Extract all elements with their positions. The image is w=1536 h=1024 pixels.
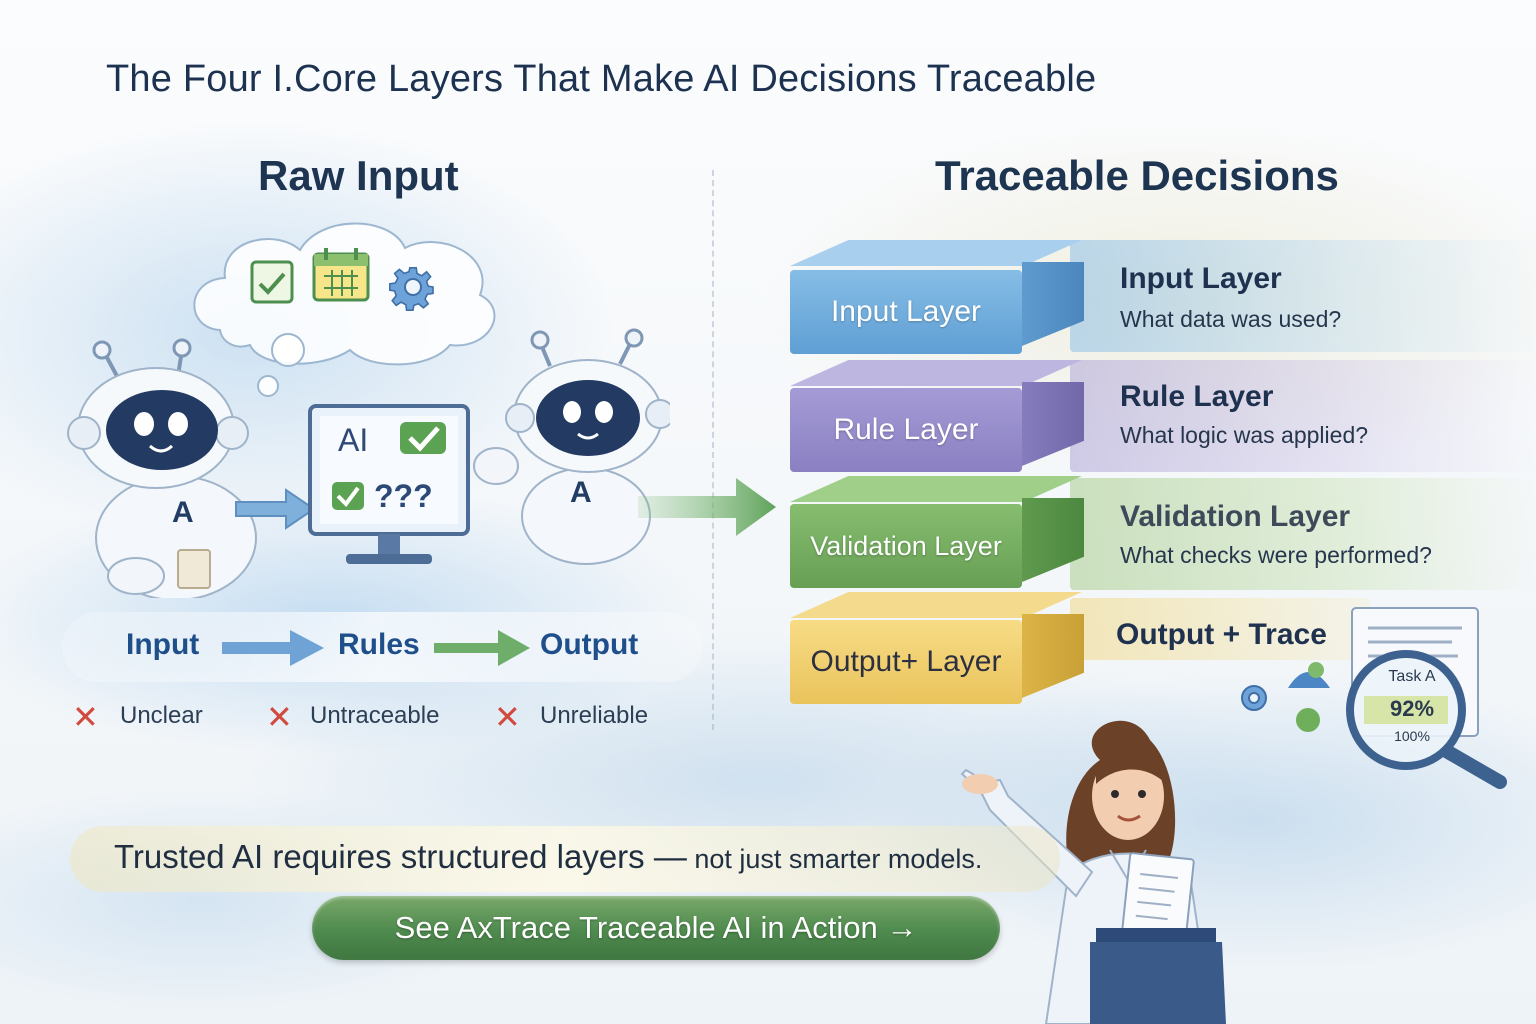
cross-icon: ✕ <box>72 698 99 736</box>
flow-output-label: Output <box>540 628 639 661</box>
rule-layer-question: What logic was applied? <box>1120 422 1369 448</box>
flow-band <box>62 612 702 682</box>
trace-report-illustration <box>1241 607 1507 789</box>
cross-icon: ✕ <box>266 698 293 736</box>
cross-icon: ✕ <box>494 698 521 736</box>
output-layer-block: Output+ Layer <box>790 620 1022 704</box>
rule-layer-title: Rule Layer <box>1120 380 1274 413</box>
section-divider <box>712 170 714 730</box>
right-robot-illustration <box>473 328 670 565</box>
raw-input-heading: Raw Input <box>258 152 459 199</box>
flow-arrow-2 <box>434 630 530 666</box>
input-layer-block: Input Layer <box>790 270 1022 354</box>
right-robot-letter: A <box>570 476 592 509</box>
problem-untraceable: Untraceable <box>310 702 440 729</box>
input-layer-band <box>1070 240 1536 352</box>
tagline-main: Trusted AI requires structured layers — <box>114 838 687 875</box>
arrow-to-layers <box>638 478 776 536</box>
arrow-to-monitor <box>235 488 316 530</box>
flow-rules-label: Rules <box>338 628 420 661</box>
left-robot-letter: A <box>172 496 194 529</box>
flow-arrow-1 <box>222 630 324 666</box>
validation-layer-title: Validation Layer <box>1120 500 1351 533</box>
monitor-unknown-label: ??? <box>374 478 433 514</box>
monitor-ai-label: AI <box>338 422 369 458</box>
report-task-label: Task A <box>1388 668 1436 685</box>
problem-unreliable: Unreliable <box>540 702 649 729</box>
tagline-band <box>70 826 1060 892</box>
monitor-illustration <box>308 404 470 564</box>
traceable-decisions-heading: Traceable Decisions <box>935 152 1339 199</box>
rule-layer-block: Rule Layer <box>790 388 1022 472</box>
rule-layer-band <box>1070 360 1536 472</box>
problem-unclear: Unclear <box>120 702 203 729</box>
validation-layer-question: What checks were performed? <box>1120 542 1432 568</box>
output-layer-band <box>1070 598 1370 660</box>
left-robot-illustration <box>67 338 257 598</box>
calendar-icon <box>312 248 370 302</box>
gear-icon <box>388 266 434 312</box>
input-layer-question: What data was used? <box>1120 306 1342 332</box>
tagline-sub: not just smarter models. <box>686 844 983 874</box>
validation-layer-band <box>1070 478 1536 590</box>
see-axtrace-button[interactable]: See AxTrace Traceable AI in Action → <box>312 896 1000 960</box>
flow-input-label: Input <box>126 628 200 661</box>
validation-layer-block: Validation Layer <box>790 504 1022 588</box>
input-layer-title: Input Layer <box>1120 262 1282 295</box>
checklist-icon <box>250 260 294 304</box>
report-total: 100% <box>1394 728 1430 744</box>
report-score: 92% <box>1389 696 1435 721</box>
page-title: The Four I.Core Layers That Make AI Deci… <box>106 58 1097 100</box>
output-trace-title: Output + Trace <box>1116 618 1327 651</box>
tagline: Trusted AI requires structured layers — … <box>114 838 982 876</box>
